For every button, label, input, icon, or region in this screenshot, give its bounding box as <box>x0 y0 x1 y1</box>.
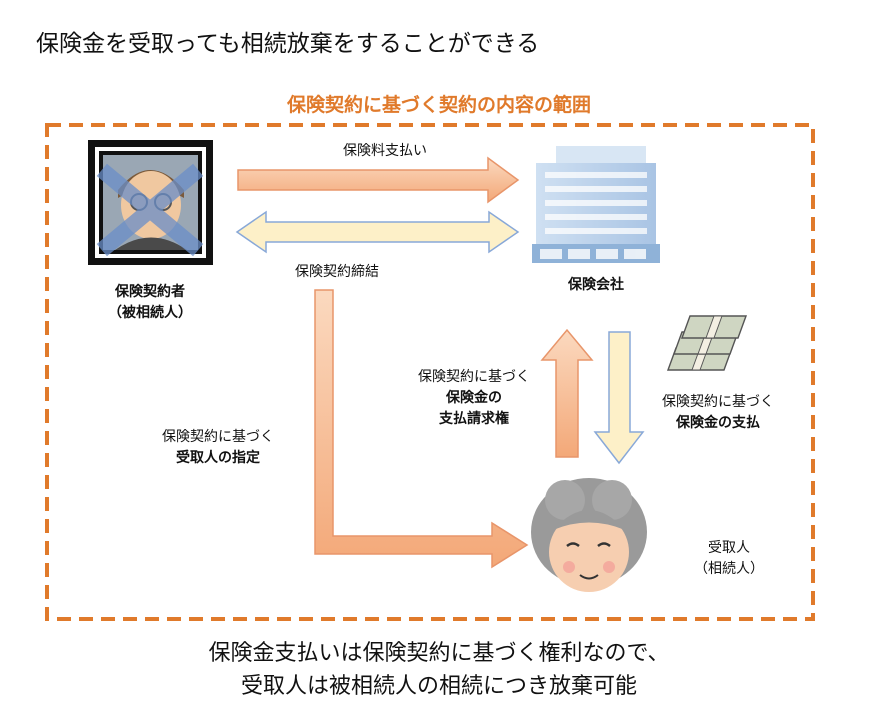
premium-payment-label: 保険料支払い <box>343 143 427 159</box>
conclusion-line1: 保険金支払いは保険契約に基づく権利なので、 <box>208 641 670 666</box>
contract-label: 保険契約締結 <box>295 264 379 280</box>
claim-right-label: 保険契約に基づく 保険金の 支払請求権 <box>399 367 549 430</box>
premium-payment-arrow <box>237 156 520 204</box>
page-title: 保険金を受取っても相続放棄をすることができる <box>36 31 540 57</box>
claim-right-line3: 支払請求権 <box>439 411 509 427</box>
beneficiary-line2: （相続人） <box>694 561 764 577</box>
cash-bundle-icon <box>666 315 748 371</box>
payout-arrow <box>593 331 645 465</box>
payout-line2: 保険金の支払 <box>676 415 760 431</box>
designation-label: 保険契約に基づく 受取人の指定 <box>148 427 288 469</box>
policyholder-line1: 保険契約者 <box>115 284 185 300</box>
scope-label: 保険契約に基づく契約の内容の範囲 <box>286 94 591 116</box>
claim-right-line1: 保険契約に基づく <box>418 369 530 385</box>
payout-label: 保険契約に基づく 保険金の支払 <box>643 392 793 434</box>
beneficiary-label: 受取人 （相続人） <box>674 538 784 580</box>
insurer-building-icon <box>532 146 660 263</box>
policyholder-label: 保険契約者 （被相続人） <box>80 282 220 324</box>
policyholder-portrait-icon <box>88 140 213 265</box>
designation-line1: 保険契約に基づく <box>162 429 274 445</box>
payout-line1: 保険契約に基づく <box>662 394 774 410</box>
policyholder-line2: （被相続人） <box>108 305 192 321</box>
claim-right-line2: 保険金の <box>446 390 502 406</box>
designation-arrow <box>314 289 529 569</box>
beneficiary-portrait-icon <box>531 478 647 592</box>
scope-frame <box>45 123 815 621</box>
beneficiary-line1: 受取人 <box>708 540 750 556</box>
insurer-label: 保険会社 <box>568 277 624 293</box>
designation-line2: 受取人の指定 <box>176 450 260 466</box>
contract-double-arrow <box>235 210 520 254</box>
claim-right-arrow <box>540 328 594 458</box>
conclusion-line2: 受取人は被相続人の相続につき放棄可能 <box>240 674 637 699</box>
